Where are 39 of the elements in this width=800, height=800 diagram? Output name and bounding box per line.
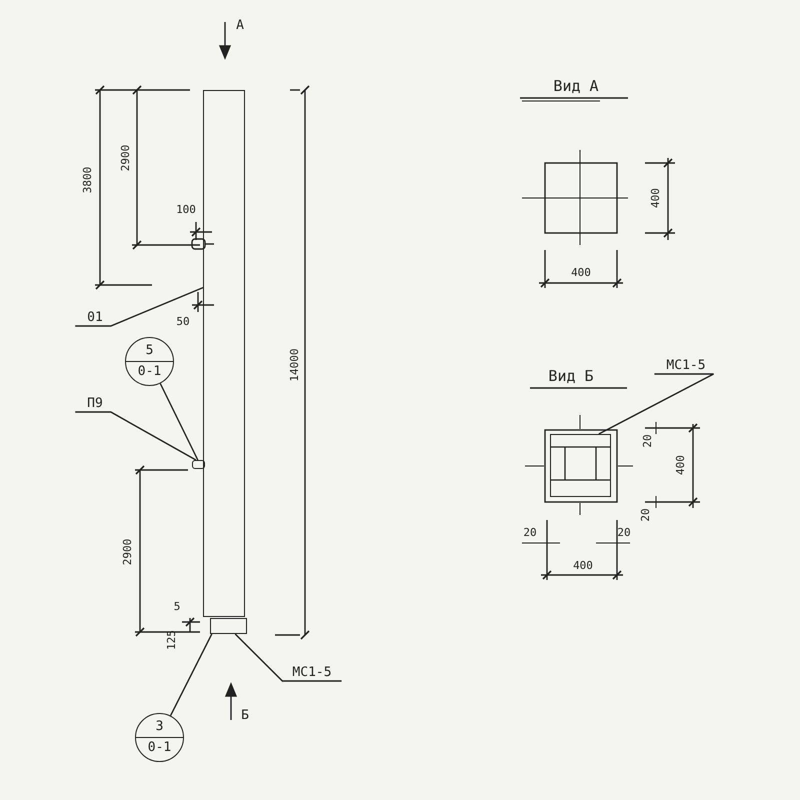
view-title: Вид Б — [548, 369, 594, 383]
embedded-part — [192, 460, 205, 469]
view-title: Вид А — [553, 79, 599, 93]
dimension-value: 20 — [639, 508, 653, 522]
part-mark: 01 — [87, 311, 103, 325]
base-plate — [210, 618, 247, 634]
column-body — [203, 90, 245, 617]
callout-number: 5 — [146, 343, 154, 358]
dimension-value: 20 — [641, 434, 655, 448]
part-mark: МС1-5 — [292, 666, 332, 680]
part-mark: П9 — [87, 397, 103, 411]
dimension-value: 5 — [174, 600, 180, 614]
sheet-reference: 0-1 — [138, 364, 162, 379]
plate-section — [550, 434, 611, 497]
leader-line — [160, 383, 198, 460]
leader-line — [75, 286, 204, 327]
view-letter: А — [236, 19, 244, 33]
dimension-value: 2900 — [119, 144, 133, 172]
dimension-value: 20 — [523, 526, 537, 540]
callout-circle — [125, 337, 174, 386]
dimension-value: 400 — [571, 266, 591, 280]
callout-circle — [135, 713, 184, 762]
view-letter: Б — [241, 709, 249, 723]
dimension-value: 20 — [617, 526, 631, 540]
dimension-value: 14000 — [288, 348, 302, 382]
leader-line — [170, 634, 212, 716]
leader-line — [598, 373, 714, 435]
dimension-value: 3800 — [81, 166, 95, 194]
leader-line — [75, 411, 196, 461]
dimension-value: 400 — [573, 559, 593, 573]
dimension-value: 400 — [674, 455, 688, 475]
dimension-value: 400 — [649, 188, 663, 208]
sheet-reference: 0-1 — [148, 740, 172, 755]
dimension-value: 100 — [176, 203, 196, 217]
dimension-value: 2900 — [121, 538, 135, 566]
dimension-value: 50 — [176, 315, 190, 329]
callout-number: 3 — [156, 719, 164, 734]
leader-line — [234, 634, 342, 682]
part-mark: МС1-5 — [666, 359, 706, 373]
